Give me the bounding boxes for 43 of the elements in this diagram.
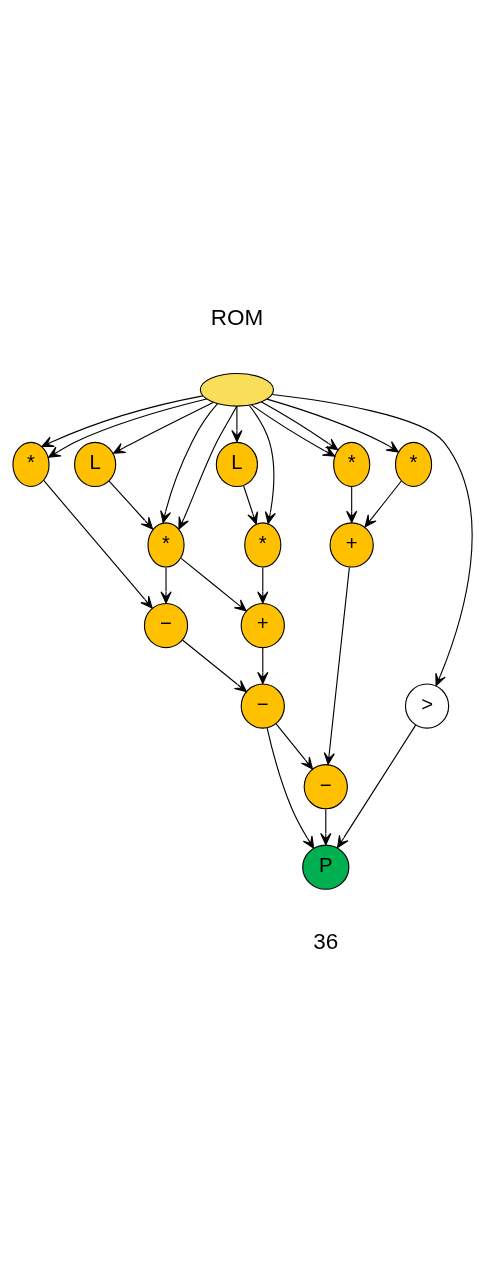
node-circle: − (240, 683, 285, 729)
node-circle: > (404, 683, 450, 729)
node-circle: + (240, 602, 285, 648)
node-ellipse (199, 372, 275, 407)
node-ellipse: * (147, 521, 185, 568)
arrow (323, 566, 350, 765)
arrow (112, 401, 214, 454)
arrow (231, 405, 243, 442)
arrow (320, 808, 332, 845)
arrow (266, 398, 399, 452)
arrow (181, 638, 247, 692)
node-circle: − (143, 602, 189, 648)
arrow (346, 485, 358, 523)
arrow (41, 394, 204, 447)
arrow (271, 393, 473, 686)
node-circle: L (215, 441, 259, 487)
node-ellipse: * (394, 441, 433, 487)
arrow (108, 479, 154, 529)
arrow (48, 397, 208, 458)
arrow (160, 402, 218, 523)
arrow (257, 566, 269, 604)
arrow (243, 484, 259, 525)
node-ellipse: * (333, 441, 371, 487)
arrow (250, 403, 336, 457)
label: ROM (210, 304, 264, 330)
node-circle: − (303, 763, 348, 809)
node-ellipse: * (12, 441, 50, 487)
arrow (257, 647, 269, 684)
arrow (260, 401, 339, 450)
arrow (337, 724, 417, 848)
node-ellipse: * (244, 521, 282, 568)
arrow (43, 479, 153, 609)
arrow (160, 566, 172, 604)
arrow (248, 404, 276, 524)
label: 36 (313, 928, 339, 954)
node-circle: + (329, 521, 374, 568)
arrow (266, 726, 315, 849)
arrow (178, 405, 238, 530)
arrow (364, 479, 402, 527)
arrow (275, 722, 313, 769)
node-circle: L (74, 441, 117, 487)
node-circle: P (302, 844, 350, 890)
arrow (180, 557, 247, 611)
